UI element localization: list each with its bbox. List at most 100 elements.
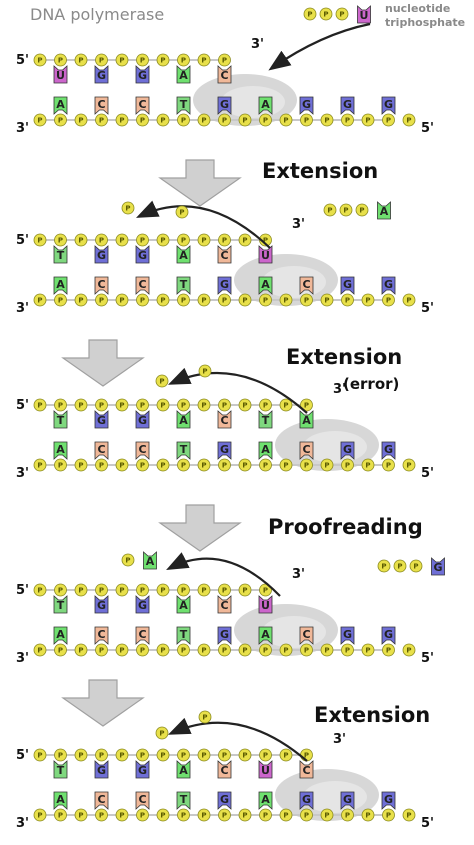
phosphate-label: P: [283, 812, 288, 820]
phosphate: P: [320, 808, 334, 822]
phosphate: P: [382, 808, 395, 822]
phosphate-circle: [361, 458, 375, 472]
phosphate-circle: [259, 293, 272, 307]
phosphate-circle: [197, 583, 211, 597]
step-arrow-3: [158, 504, 242, 552]
phosphate-label: P: [222, 587, 227, 595]
phosphate: P: [177, 398, 190, 412]
base-shape: [135, 96, 150, 115]
phosphate: P: [259, 293, 272, 307]
phosphate: P: [402, 643, 416, 657]
base-letter: T: [180, 628, 188, 641]
step-sublabel-2: (error): [343, 375, 399, 393]
phosphate-label: P: [37, 462, 42, 470]
base-shape: [340, 441, 355, 460]
phosphate: P: [218, 458, 231, 472]
phosphate-circle: [33, 293, 47, 307]
base-letter: C: [138, 278, 146, 291]
base-C: C: [135, 626, 150, 645]
phosphate-circle: [74, 233, 88, 247]
base-shape: [135, 626, 150, 645]
phosphate-circle: [95, 113, 108, 127]
phosphate: P: [177, 113, 190, 127]
phosphate-label: P: [386, 812, 391, 820]
phosphate-label: P: [345, 812, 350, 820]
base-shape: [176, 791, 191, 810]
phosphate: P: [136, 748, 149, 762]
phosphate-circle: [341, 808, 354, 822]
phosphate: P: [33, 398, 47, 412]
base-letter: G: [220, 278, 229, 291]
base-letter: A: [146, 555, 155, 568]
phosphate: P: [155, 726, 169, 740]
phosphate: P: [402, 293, 416, 307]
phosphate: P: [136, 398, 149, 412]
phosphate-circle: [339, 203, 353, 217]
reaction-arrow: [268, 22, 371, 71]
phosphate: P: [300, 458, 313, 472]
base-G: G: [94, 245, 109, 264]
phosphate-circle: [341, 293, 354, 307]
base-letter: T: [57, 249, 65, 262]
phosphate-label: P: [283, 462, 288, 470]
three-prime-bottom-label: 3': [16, 651, 29, 666]
phosphate: P: [341, 643, 354, 657]
phosphate: P: [402, 113, 416, 127]
phosphate-circle: [33, 398, 47, 412]
phosphate-label: P: [160, 237, 165, 245]
phosphate-label: P: [201, 297, 206, 305]
base-T: T: [176, 441, 191, 460]
base-C: C: [217, 410, 232, 429]
phosphate-circle: [218, 583, 231, 597]
phosphate: P: [361, 643, 375, 657]
phosphate: P: [197, 748, 211, 762]
phosphate: P: [341, 458, 354, 472]
phosphate: P: [156, 583, 170, 597]
phosphate-circle: [197, 233, 211, 247]
phosphate: P: [115, 233, 129, 247]
phosphate-circle: [300, 113, 313, 127]
base-T: T: [176, 96, 191, 115]
phosphate: P: [156, 748, 170, 762]
phosphate-circle: [74, 53, 88, 67]
phosphate-label: P: [222, 402, 227, 410]
phosphate-circle: [361, 113, 375, 127]
phosphate: P: [121, 201, 135, 215]
phosphate-label: P: [304, 812, 309, 820]
phosphate-label: P: [58, 237, 63, 245]
base-shape: [258, 791, 273, 810]
base-G: G: [135, 595, 150, 614]
phosphate-label: P: [160, 752, 165, 760]
base-letter: G: [97, 249, 106, 262]
phosphate-label: P: [37, 812, 42, 820]
base-shape: [176, 65, 191, 84]
phosphate-label: P: [242, 647, 247, 655]
phosphate: P: [402, 808, 416, 822]
phosphate-label: P: [406, 812, 411, 820]
phosphate-circle: [300, 293, 313, 307]
phosphate: P: [95, 113, 108, 127]
phosphate-circle: [341, 458, 354, 472]
phosphate: P: [300, 293, 313, 307]
phosphate-circle: [197, 113, 211, 127]
phosphate-circle: [197, 808, 211, 822]
five-prime-top-label: 5': [16, 53, 29, 68]
base-letter: G: [343, 793, 352, 806]
phosphate-label: P: [304, 752, 309, 760]
phosphate-circle: [238, 748, 252, 762]
phosphate: P: [320, 643, 334, 657]
base-shape: [377, 201, 391, 220]
phosphate: P: [54, 808, 67, 822]
phosphate-label: P: [202, 714, 207, 722]
base-shape: [258, 96, 273, 115]
phosphate-label: P: [406, 117, 411, 125]
base-shape: [135, 760, 150, 779]
step-arrows-layer: [61, 159, 242, 727]
phosphate: P: [197, 808, 211, 822]
phosphate-label: P: [201, 237, 206, 245]
phosphate-circle: [156, 748, 170, 762]
phosphate-label: P: [140, 587, 145, 595]
